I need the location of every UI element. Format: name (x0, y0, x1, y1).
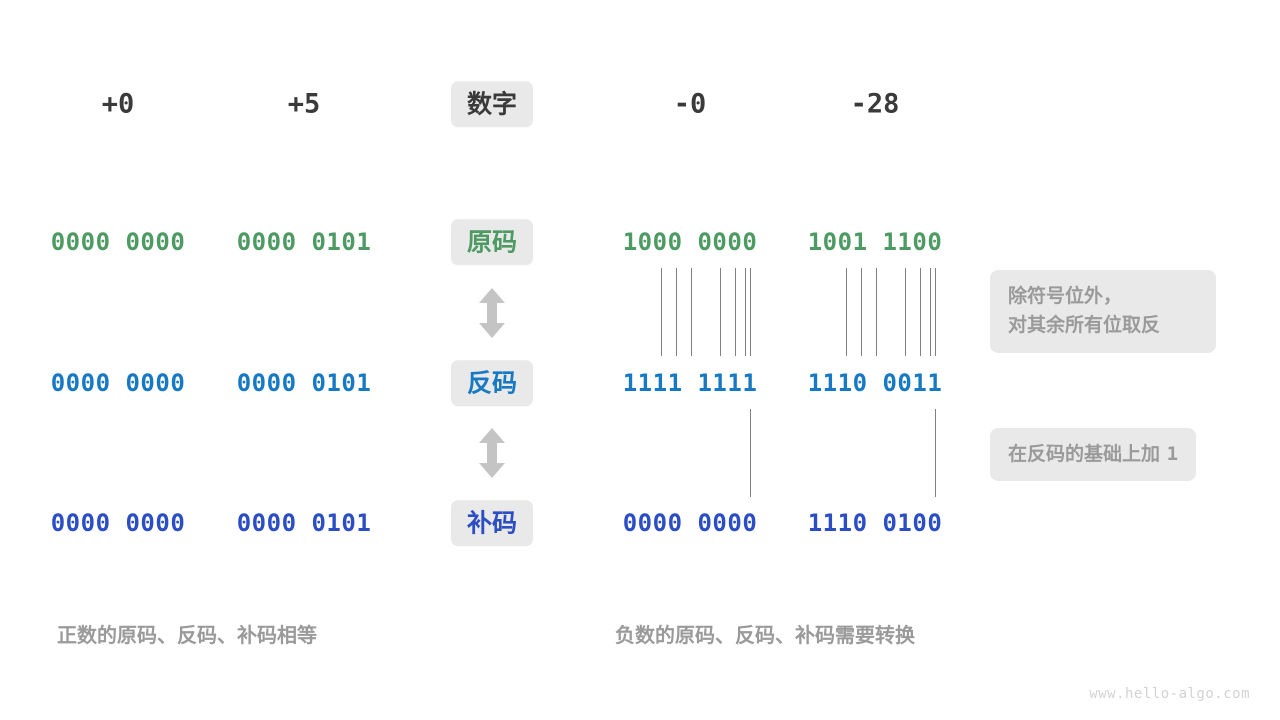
ones-complement-minus-twentyeight-bits: 1110 0011 (807, 369, 943, 397)
connector-line (935, 268, 936, 356)
connector-line (935, 409, 936, 497)
sign-magnitude-plus-zero-bits: 0000 0000 (50, 228, 186, 256)
header-value-plus-five: +5 (287, 88, 321, 120)
connector-line (735, 268, 736, 356)
twos-complement-plus-zero-bits: 0000 0000 (50, 509, 186, 537)
sign-magnitude-plus-five-bits: 0000 0101 (236, 228, 372, 256)
sign-magnitude-minus-zero-bits: 1000 0000 (622, 228, 758, 256)
header-value-minus-twentyeight: -28 (850, 88, 900, 120)
note-invert-bits: 除符号位外， 对其余所有位取反 (990, 270, 1216, 353)
connector-line (920, 268, 921, 356)
header-value-minus-zero: -0 (673, 88, 707, 120)
watermark: www.hello-algo.com (1089, 686, 1250, 702)
ones-complement-plus-five-bits: 0000 0101 (236, 369, 372, 397)
connector-line (720, 268, 721, 356)
connector-line (876, 268, 877, 356)
connector-line (750, 409, 751, 497)
sign-magnitude-minus-twentyeight-bits: 1001 1100 (807, 228, 943, 256)
caption-positive: 正数的原码、反码、补码相等 (57, 623, 317, 647)
connector-line (745, 268, 746, 356)
connector-line (846, 268, 847, 356)
note-add-one-text: 在反码的基础上加 (1008, 443, 1167, 465)
connector-line (930, 268, 931, 356)
note-add-one-value: 1 (1166, 443, 1179, 465)
row-badge-twos-complement: 补码 (450, 500, 534, 546)
row-badge-sign-magnitude: 原码 (450, 219, 534, 265)
twos-complement-minus-twentyeight-bits: 1110 0100 (807, 509, 943, 537)
header-value-plus-zero: +0 (101, 88, 135, 120)
note-add-one: 在反码的基础上加 1 (990, 428, 1197, 482)
connector-line (691, 268, 692, 356)
caption-negative: 负数的原码、反码、补码需要转换 (615, 623, 915, 647)
connector-line (905, 268, 906, 356)
row-badge-ones-complement: 反码 (450, 360, 534, 406)
row-header-badge-number: 数字 (450, 81, 534, 127)
ones-complement-minus-zero-bits: 1111 1111 (622, 369, 758, 397)
ones-complement-plus-zero-bits: 0000 0000 (50, 369, 186, 397)
twos-complement-plus-five-bits: 0000 0101 (236, 509, 372, 537)
double-vertical-arrow-icon-sign-to-ones (475, 286, 509, 340)
connector-line (661, 268, 662, 356)
connector-line (750, 268, 751, 356)
connector-line (676, 268, 677, 356)
connector-line (861, 268, 862, 356)
double-vertical-arrow-icon-ones-to-twos (475, 426, 509, 480)
twos-complement-minus-zero-bits: 0000 0000 (622, 509, 758, 537)
